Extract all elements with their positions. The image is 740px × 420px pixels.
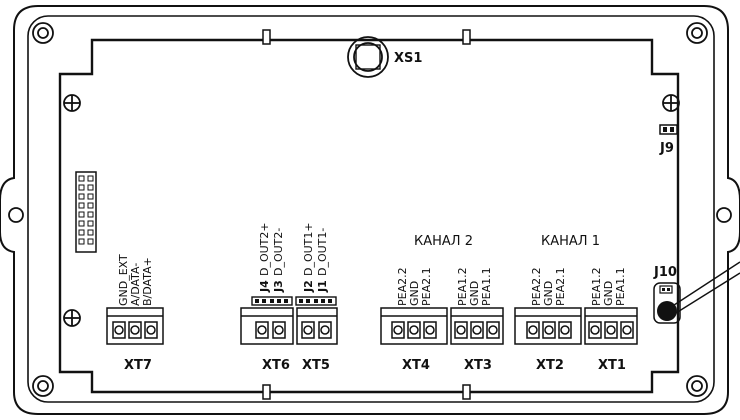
channel-2-label: КАНАЛ 2: [414, 234, 473, 249]
j9-jumper: [659, 124, 678, 135]
xt2-pin-2: GND: [542, 281, 555, 306]
xt7-pin-1: GND_EXT: [117, 254, 130, 306]
xt3-pin-3: PEA1.1: [480, 267, 493, 306]
pcb-board: [58, 38, 680, 394]
xs1-connector: [347, 36, 389, 78]
j9-label: J9: [659, 141, 674, 156]
xt3-pin-1: PEA1.2: [456, 267, 469, 306]
corner-screws: [8, 22, 732, 397]
j2-label: J2: [302, 280, 315, 293]
xt6-label: XT6: [262, 358, 290, 373]
j4-signal: D_OUT2+: [258, 222, 271, 276]
xt7-terminal-block: [106, 307, 164, 345]
mounting-hole-icon: [63, 94, 680, 327]
j10-label: J10: [653, 265, 677, 280]
xt1-terminal-block: [584, 307, 638, 345]
xt7-label: XT7: [124, 358, 152, 373]
xt2-label: XT2: [536, 358, 564, 373]
xt3-label: XT3: [464, 358, 492, 373]
xt5-terminal-block: [296, 307, 338, 345]
jumper-headers: [251, 296, 337, 306]
xt4-pin-3: PEA2.1: [420, 267, 433, 306]
j3-label: J3: [272, 280, 285, 293]
xt1-pin-1: PEA1.2: [590, 267, 603, 306]
pointer-arrow-icon: [670, 261, 740, 314]
xt4-pin-1: PEA2.2: [396, 267, 409, 306]
xt3-terminal-block: [450, 307, 504, 345]
xt2-terminal-block: [514, 307, 582, 345]
pin-header: [75, 171, 97, 253]
xt3-pin-2: GND: [468, 281, 481, 306]
xt2-pin-3: PEA2.1: [554, 267, 567, 306]
board-tabs: [262, 29, 471, 400]
xt7-pin-2: A/DATA-: [129, 263, 142, 306]
enclosure-outline: [0, 5, 740, 415]
xt7-pin-3: B/DATA+: [141, 257, 154, 306]
xs1-label: XS1: [394, 51, 422, 66]
xt4-pin-2: GND: [408, 281, 421, 306]
xt1-pin-3: PEA1.1: [614, 267, 627, 306]
j2-signal: D_OUT1+: [302, 222, 315, 276]
channel-1-label: КАНАЛ 1: [541, 234, 600, 249]
xt4-terminal-block: [380, 307, 448, 345]
xt2-pin-1: PEA2.2: [530, 267, 543, 306]
j1-label: J1: [316, 280, 329, 293]
xt5-label: XT5: [302, 358, 330, 373]
xt1-pin-2: GND: [602, 281, 615, 306]
xt6-terminal-block: [240, 307, 294, 345]
j3-signal: D_OUT2-: [272, 228, 285, 276]
j4-label: J4: [258, 280, 271, 293]
j1-signal: D_OUT1-: [316, 228, 329, 276]
xt1-label: XT1: [598, 358, 626, 373]
xt4-label: XT4: [402, 358, 430, 373]
